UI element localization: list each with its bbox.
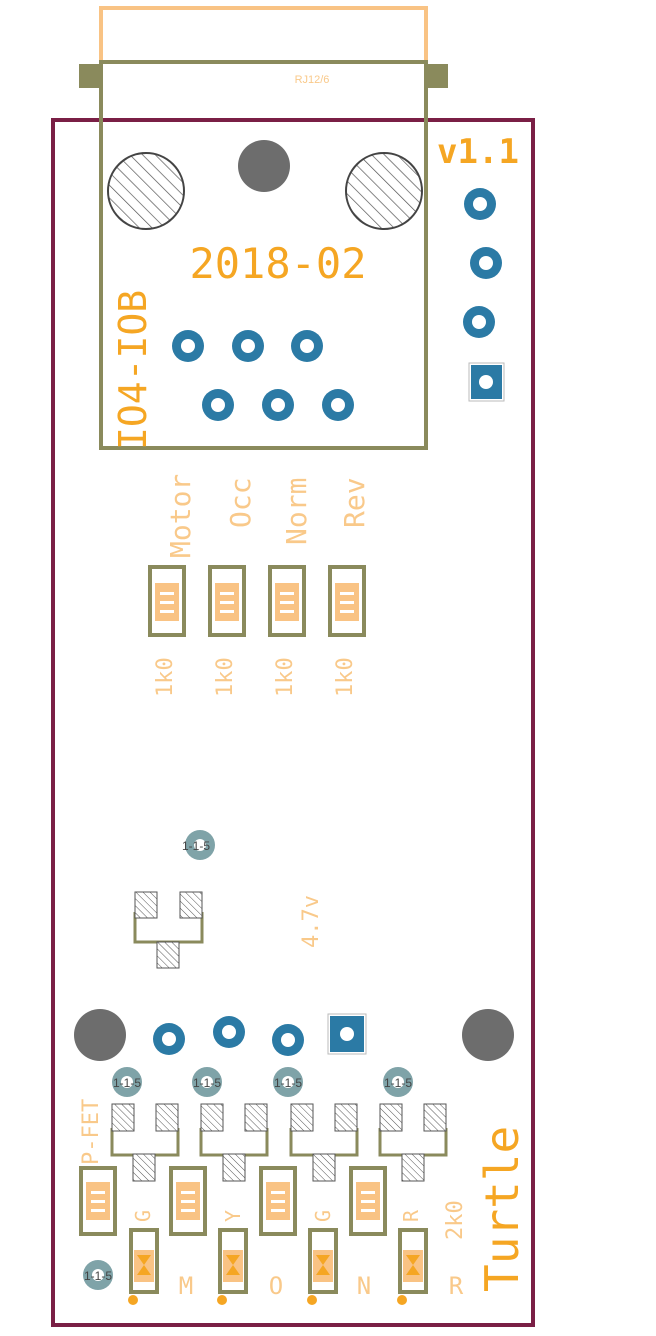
top-resistors [148,565,366,637]
led-label-norm: Norm [280,478,313,545]
bottom-leds [128,1228,428,1305]
led [307,1228,338,1305]
output-letter: R [449,1272,464,1300]
led-color-letter: Y [221,1210,245,1222]
pad [322,389,354,421]
connector-tab-right [426,64,448,88]
board-outline [51,118,535,1327]
led-color-letter: G [131,1210,155,1222]
connector-label: RJ12/6 [295,74,330,86]
square-pad [468,362,505,402]
resistor-value: 1k0 [273,657,298,697]
pad [202,389,234,421]
pad [464,188,496,220]
square-pad [327,1013,367,1055]
output-letter: N [357,1272,371,1300]
led-color-letter: G [311,1210,335,1222]
zener-sot23 [133,891,204,969]
resistor [349,1166,387,1236]
connector-plug-outline [99,6,428,62]
bottom-resistors [79,1166,387,1236]
connector-center-hole [238,140,290,192]
transistor-vias: 1-1-5 1-1-5 1-1-5 1-1-5 [112,1067,413,1097]
fet [110,1103,180,1182]
via: 1-1-5 [83,1260,113,1290]
via-label: 1-1-5 [193,1076,221,1090]
connector-tab-left [79,64,101,88]
bottom-led-letters: G Y G R [131,1209,423,1222]
pad [291,330,323,362]
bottom-resistor-value: 2k0 [443,1200,468,1240]
led-label-rev: Rev [338,477,371,528]
via: 1-1-5 [383,1067,413,1097]
led [128,1228,159,1305]
pad [262,389,294,421]
led [217,1228,248,1305]
date-label: 2018-02 [189,239,366,288]
via-label: 1-1-5 [274,1076,302,1090]
header-pins-right [463,188,505,402]
zener-label: 4.7v [299,895,324,948]
resistor-value: 1k0 [333,657,358,697]
connector-mount-hole-right [345,152,423,230]
led-label-motor: Motor [164,474,197,558]
pad [470,247,502,279]
pad [153,1023,185,1055]
resistor-value: 1k0 [213,657,238,697]
led-labels: Motor Occ Norm Rev [164,474,371,558]
fet-label: P-FET [79,1099,104,1165]
pad [213,1016,245,1048]
output-letter: M [179,1272,193,1300]
test-point: 1-1-5 [182,830,215,860]
resistor [148,565,186,637]
output-letter: O [269,1272,283,1300]
output-letters: M O N R [179,1272,464,1300]
via: 1-1-5 [112,1067,142,1097]
resistor [328,565,366,637]
pad [232,330,264,362]
test-point-label: 1-1-5 [182,839,210,853]
led-color-letter: R [399,1209,423,1222]
header-pins-bottom [153,1013,367,1056]
via-label: 1-1-5 [384,1076,412,1090]
connector-mount-hole-left [107,152,185,230]
connector-pins [172,330,354,421]
resistor [208,565,246,637]
resistor-values: 1k0 1k0 1k0 1k0 [153,657,358,697]
via-label: 1-1-5 [84,1269,112,1283]
led-label-occ: Occ [224,477,257,528]
resistor [268,565,306,637]
via: 1-1-5 [273,1067,303,1097]
mount-hole-right [462,1009,514,1061]
pad [172,330,204,362]
fet-footprints [110,1103,448,1182]
mount-hole-left [74,1009,126,1061]
via: 1-1-5 [192,1067,222,1097]
version-label: v1.1 [437,132,519,172]
resistor [79,1166,117,1236]
brand-label: Turtle [475,1126,529,1292]
via-label: 1-1-5 [113,1076,141,1090]
fet [378,1103,448,1182]
pad [463,306,495,338]
resistor-value: 1k0 [153,657,178,697]
resistor [169,1166,207,1236]
resistor [259,1166,297,1236]
pad [272,1024,304,1056]
fet [199,1103,269,1182]
connector-body [99,60,428,450]
fet [289,1103,359,1182]
led [397,1228,428,1305]
board-name-label: IO4-IOB [111,290,155,450]
